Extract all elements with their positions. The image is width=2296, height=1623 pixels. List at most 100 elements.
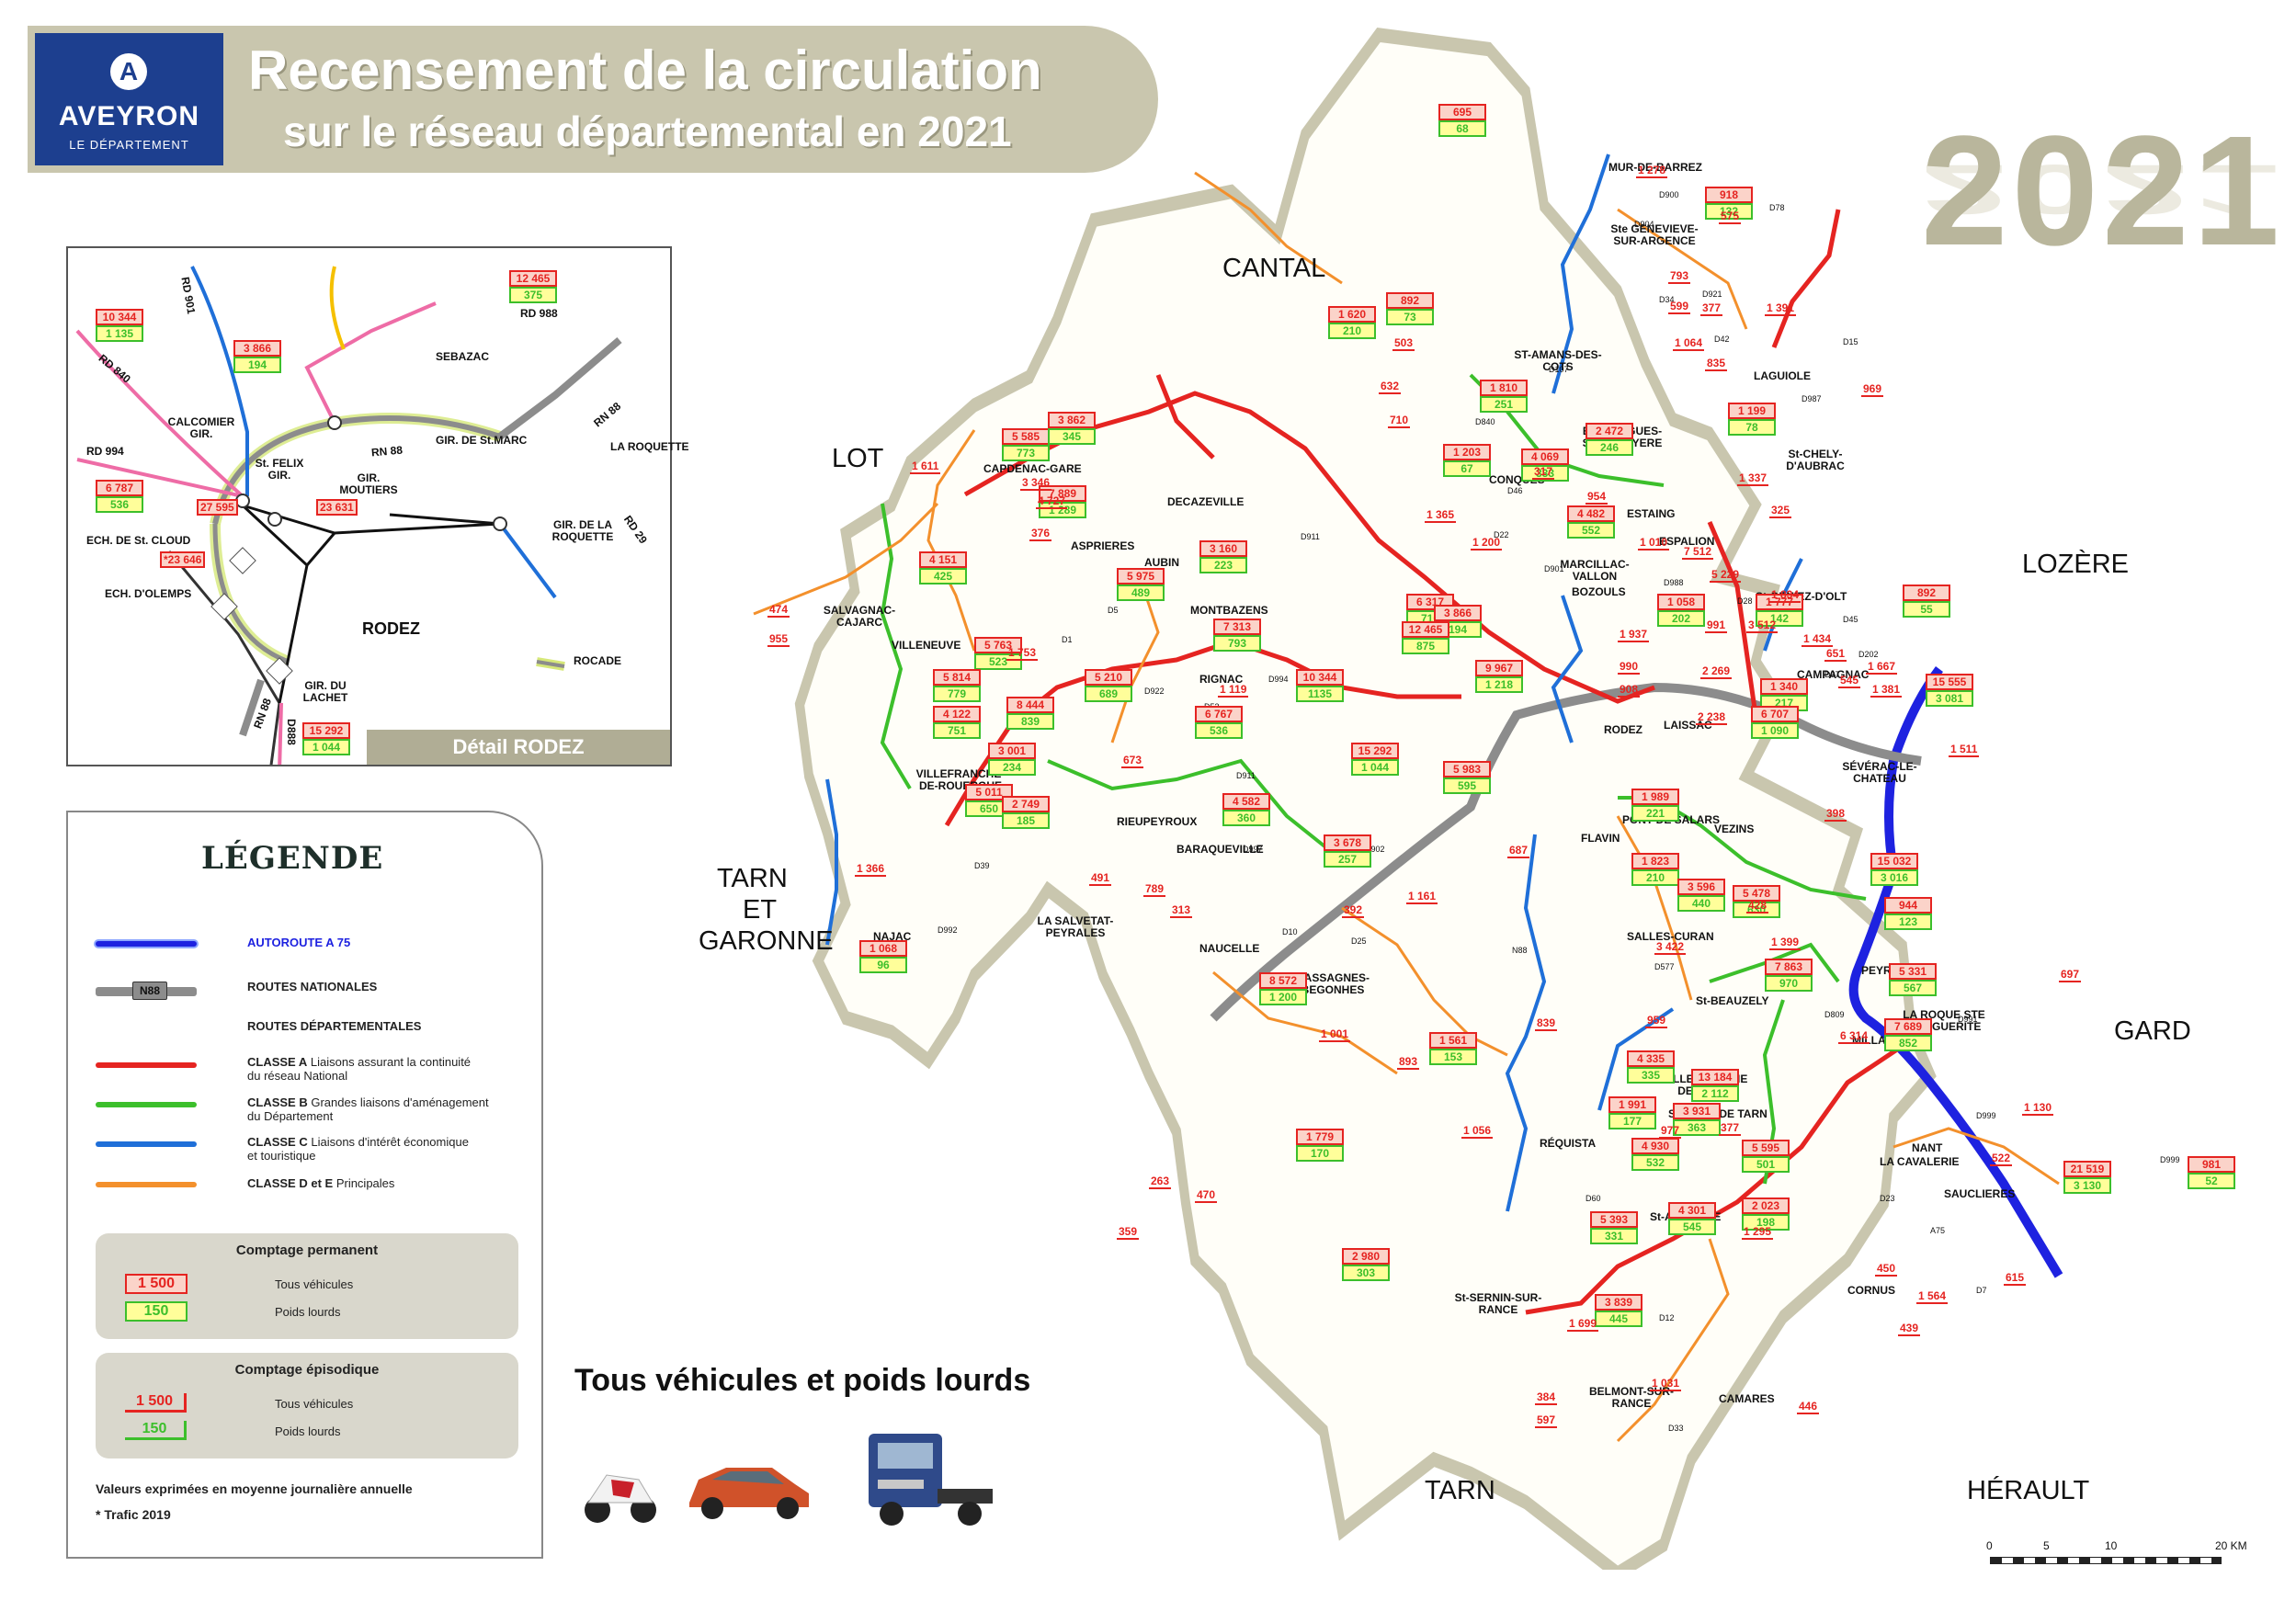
scale-20: 20 KM (2215, 1539, 2247, 1552)
count-heavy: 1 044 (1351, 759, 1399, 776)
episodic-count-box: Comptage épisodique 1 500 Tous véhicules… (96, 1353, 518, 1458)
place-p35: St-BEAUZELY (1696, 994, 1769, 1007)
count-heavy: 246 (1586, 439, 1633, 456)
place-p37: CASSAGNES-BEGONHES (1295, 971, 1370, 996)
count-heavy: 523 (974, 653, 1022, 670)
count-total: 9 967 (1475, 660, 1523, 676)
road-tag: D25 (1351, 936, 1367, 946)
episodic-count: 1 337 (1737, 471, 1769, 486)
episodic-count: 450 (1875, 1262, 1898, 1277)
road-tag: D23 (1880, 1194, 1895, 1203)
count-heavy: 852 (1884, 1035, 1932, 1051)
episodic-count: 1 699 (1567, 1317, 1599, 1332)
count-heavy: 303 (1342, 1265, 1390, 1281)
episodic-count: *23 646 (160, 551, 206, 568)
count-total: 10 344 (1296, 669, 1344, 686)
count-heavy: 132 (1705, 203, 1753, 220)
place-p49: BELMONT-SUR-RANCE (1589, 1385, 1674, 1410)
episodic-count: 990 (1618, 660, 1641, 675)
episodic-count: 1 200 (1471, 536, 1503, 550)
scale-0: 0 (1986, 1539, 1993, 1552)
label-sebazac: SEBAZAC (436, 350, 490, 363)
count-heavy: 839 (1006, 713, 1054, 730)
count-heavy: 360 (1222, 810, 1270, 826)
road-tag: D5 (1108, 606, 1119, 615)
episodic-count: 377 (1700, 301, 1723, 316)
episodic-count: 1 056 (1461, 1124, 1494, 1139)
place-p33: NAUCELLE (1199, 942, 1260, 955)
count-heavy: 210 (1328, 323, 1376, 339)
count-total: 1 199 (1728, 403, 1776, 419)
road-tag: D904 (1634, 220, 1654, 229)
road-tag: D840 (1475, 417, 1495, 426)
label-rd994: RD 994 (86, 445, 124, 458)
road-tag: D78 (1769, 203, 1785, 212)
count-heavy: 52 (2188, 1173, 2235, 1189)
count-heavy: 73 (1386, 309, 1434, 325)
count-heavy: 3 016 (1870, 869, 1918, 886)
count-heavy: 545 (1668, 1219, 1716, 1235)
count-total: 6 707 (1751, 706, 1799, 722)
place-p22: CAMPAGNAC (1797, 668, 1870, 681)
count-heavy: 55 (1903, 601, 1950, 618)
count-heavy: 223 (1199, 557, 1247, 573)
place-p24: SÉVÉRAC-LE-CHATEAU (1842, 760, 1917, 785)
count-heavy: 234 (988, 759, 1036, 776)
region-lot: LOT (832, 444, 884, 473)
count-total: 5 983 (1443, 761, 1491, 777)
count-heavy: 345 (1048, 428, 1096, 445)
classC-code: CLASSE C (247, 1135, 308, 1149)
label-calcomier: CALCOMIER GIR. (167, 415, 235, 440)
episodic-count: 991 (1705, 619, 1728, 633)
count-heavy: 202 (1657, 610, 1705, 627)
count-heavy: 251 (1480, 396, 1528, 413)
count-heavy: 793 (1213, 635, 1261, 652)
episodic-count: 615 (2004, 1271, 2027, 1286)
region-herault: HÉRAULT (1967, 1476, 2090, 1505)
label-rd988: RD 988 (520, 307, 558, 320)
count-heavy: 751 (933, 722, 981, 739)
episodic-total-desc: Tous véhicules (275, 1397, 354, 1411)
count-total: 1 823 (1631, 853, 1679, 869)
count-total: 5 595 (1742, 1140, 1790, 1156)
place-p15: BOZOULS (1572, 585, 1626, 598)
count-total: 4 069 (1521, 448, 1569, 465)
region-cantal: CANTAL (1222, 254, 1326, 283)
road-tag: D992 (938, 925, 958, 935)
region-tarn-garonne-3: GARONNE (699, 926, 834, 956)
count-heavy: 1 044 (302, 739, 350, 755)
count-heavy: 501 (1742, 1156, 1790, 1173)
episodic-count: 710 (1388, 414, 1411, 428)
count-heavy: 1135 (1296, 686, 1344, 702)
permanent-count-box: Comptage permanent 1 500 Tous véhicules … (96, 1233, 518, 1339)
road-tag: D987 (1802, 394, 1822, 403)
episodic-title: Comptage épisodique (234, 1362, 380, 1378)
episodic-count: 3 422 (1654, 940, 1687, 955)
label-girlaroquette: GIR. DE LA ROQUETTE (551, 518, 614, 543)
count-total: 5 585 (1002, 428, 1050, 445)
count-heavy: 142 (1756, 610, 1803, 627)
count-total: 1 779 (1296, 1129, 1344, 1145)
legend-title: LÉGENDE (201, 840, 384, 877)
count-heavy: 221 (1631, 805, 1679, 822)
count-total: 15 032 (1870, 853, 1918, 869)
place-p13: AUBIN (1144, 556, 1179, 569)
episodic-count: 597 (1535, 1413, 1558, 1428)
region-lozere: LOZÈRE (2022, 550, 2130, 579)
year-label: 2021 (1921, 104, 2284, 278)
place-p34: SALLES-CURAN (1627, 930, 1714, 943)
